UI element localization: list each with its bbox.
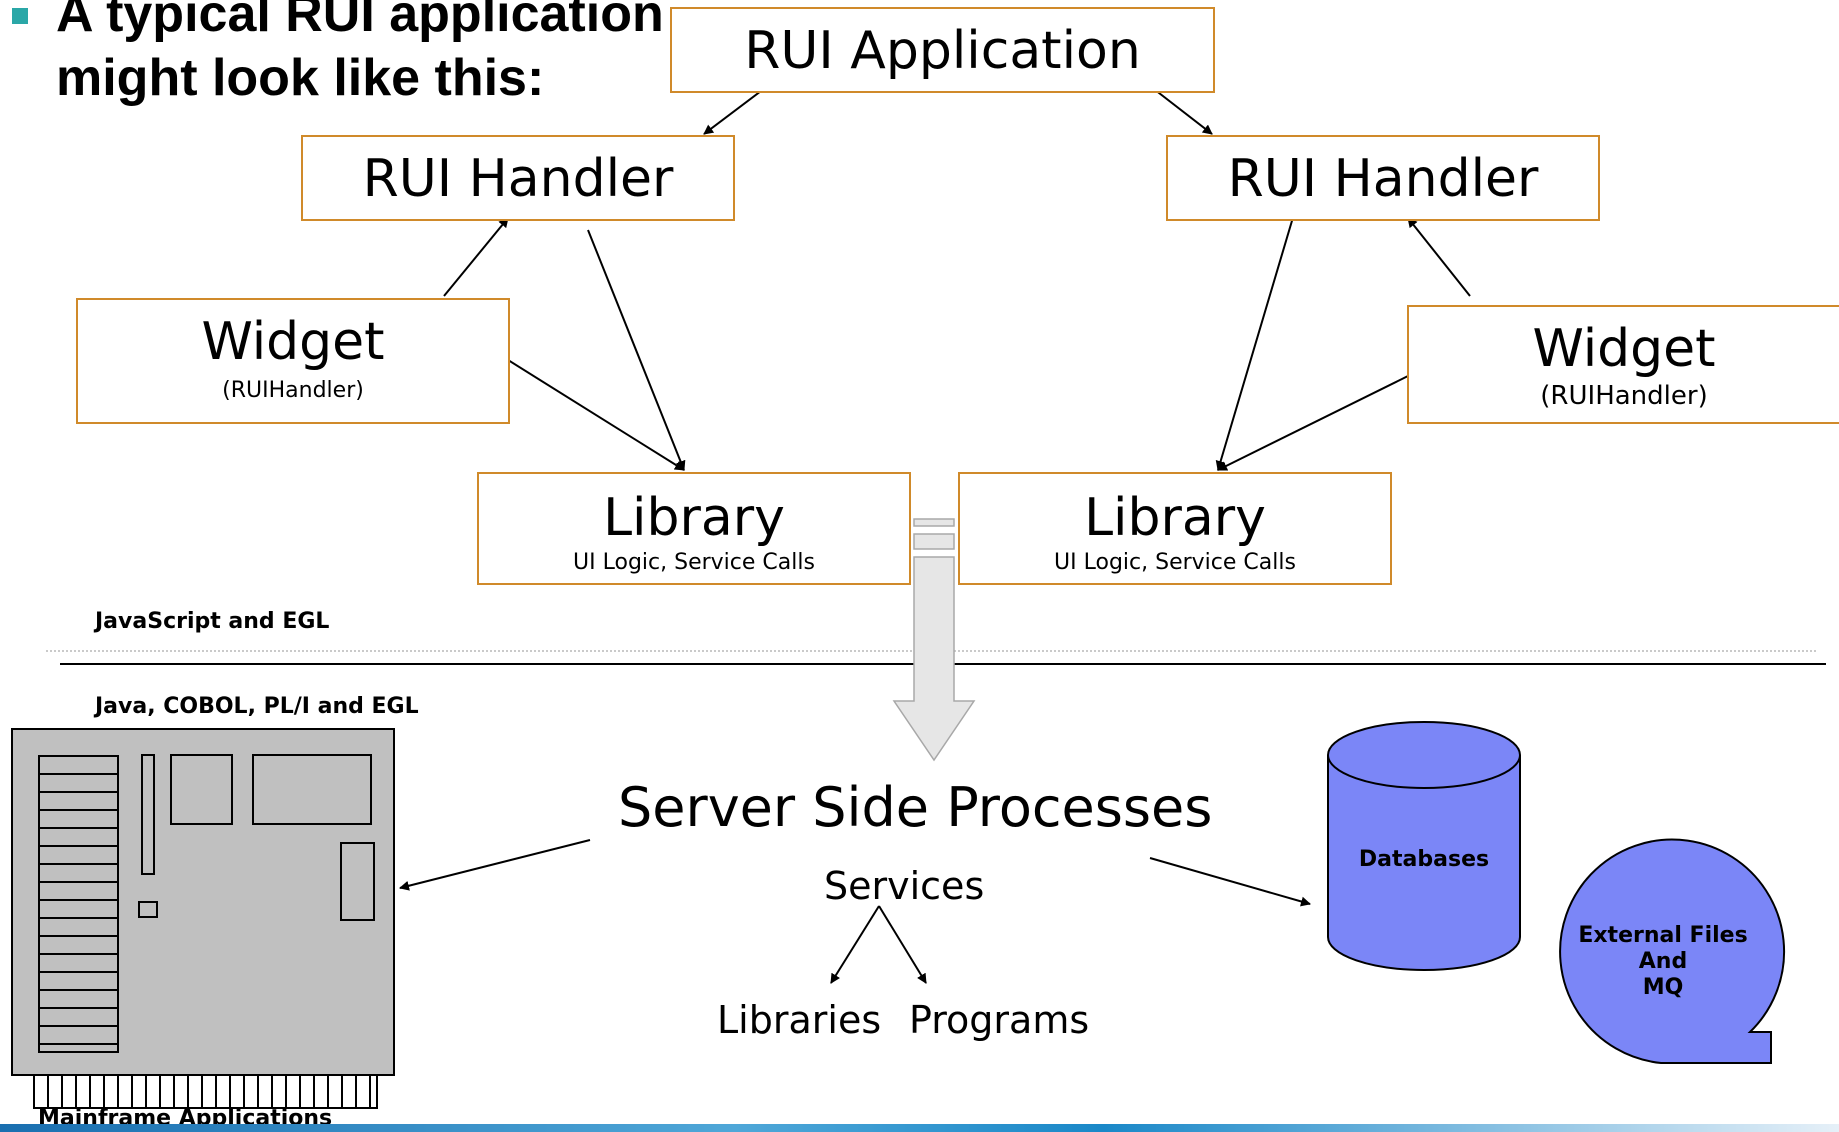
board-pins: [33, 1074, 378, 1109]
database-cylinder-icon: [1327, 721, 1521, 971]
rui-handler-left-label: RUI Handler: [362, 149, 674, 209]
services-label: Services: [824, 864, 985, 908]
arrow-server-to-mainframe: [399, 839, 591, 891]
library-right-title: Library: [1084, 488, 1266, 548]
arrow-services-to-programs: [878, 905, 927, 984]
programs-label: Programs: [909, 998, 1090, 1042]
arrow-widget-right-to-library: [1217, 375, 1409, 471]
widget-left-box: Widget (RUIHandler): [76, 298, 510, 424]
arrow-app-to-handler-right: [1149, 85, 1213, 135]
heading-line-1: A typical RUI application: [56, 0, 664, 43]
arrow-handler-left-to-library: [587, 229, 686, 471]
rui-handler-left-box: RUI Handler: [301, 135, 735, 221]
external-files-label: External Files And MQ: [1548, 923, 1778, 1001]
rui-application-label: RUI Application: [744, 21, 1141, 81]
server-layer-label: Java, COBOL, PL/I and EGL: [95, 694, 419, 719]
arrow-widget-left-to-library: [507, 359, 685, 471]
external-files-line-2: And: [1638, 949, 1688, 974]
heading-line-2: might look like this:: [56, 49, 545, 107]
mainframe-board-icon: [11, 728, 395, 1109]
databases-label: Databases: [1358, 847, 1490, 872]
libraries-label: Libraries: [717, 998, 882, 1042]
library-left-subtitle: UI Logic, Service Calls: [573, 550, 815, 575]
external-files-shape-icon: [1559, 838, 1786, 1064]
rui-application-box: RUI Application: [670, 7, 1215, 93]
board-slots: [38, 755, 119, 1053]
widget-right-box: Widget (RUIHandler): [1407, 305, 1839, 424]
widget-left-title: Widget: [201, 312, 385, 372]
arrow-widget-right-to-handler: [1407, 217, 1471, 297]
arrow-server-to-databases: [1149, 857, 1311, 907]
external-files-line-3: MQ: [1642, 975, 1684, 1000]
client-layer-label: JavaScript and EGL: [95, 609, 330, 634]
widget-left-subtitle: (RUIHandler): [222, 378, 364, 403]
widget-right-subtitle: (RUIHandler): [1540, 381, 1708, 411]
arrow-handler-right-to-library: [1215, 213, 1295, 471]
arrow-app-to-handler-left: [703, 87, 766, 135]
library-right-box: Library UI Logic, Service Calls: [958, 472, 1392, 585]
down-arrow: [892, 518, 976, 762]
widget-right-title: Widget: [1532, 319, 1716, 379]
rui-handler-right-label: RUI Handler: [1227, 149, 1539, 209]
slide-heading: A typical RUI application might look lik…: [56, 0, 664, 110]
library-left-box: Library UI Logic, Service Calls: [477, 472, 911, 585]
rui-handler-right-box: RUI Handler: [1166, 135, 1600, 221]
footer-bar: [0, 1124, 1839, 1132]
arrow-widget-left-to-handler: [443, 217, 509, 297]
arrow-services-to-libraries: [830, 905, 880, 984]
library-right-subtitle: UI Logic, Service Calls: [1054, 550, 1296, 575]
bullet-icon: [12, 8, 28, 24]
server-side-processes-title: Server Side Processes: [618, 776, 1213, 839]
external-files-line-1: External Files: [1578, 923, 1748, 948]
library-left-title: Library: [603, 488, 785, 548]
